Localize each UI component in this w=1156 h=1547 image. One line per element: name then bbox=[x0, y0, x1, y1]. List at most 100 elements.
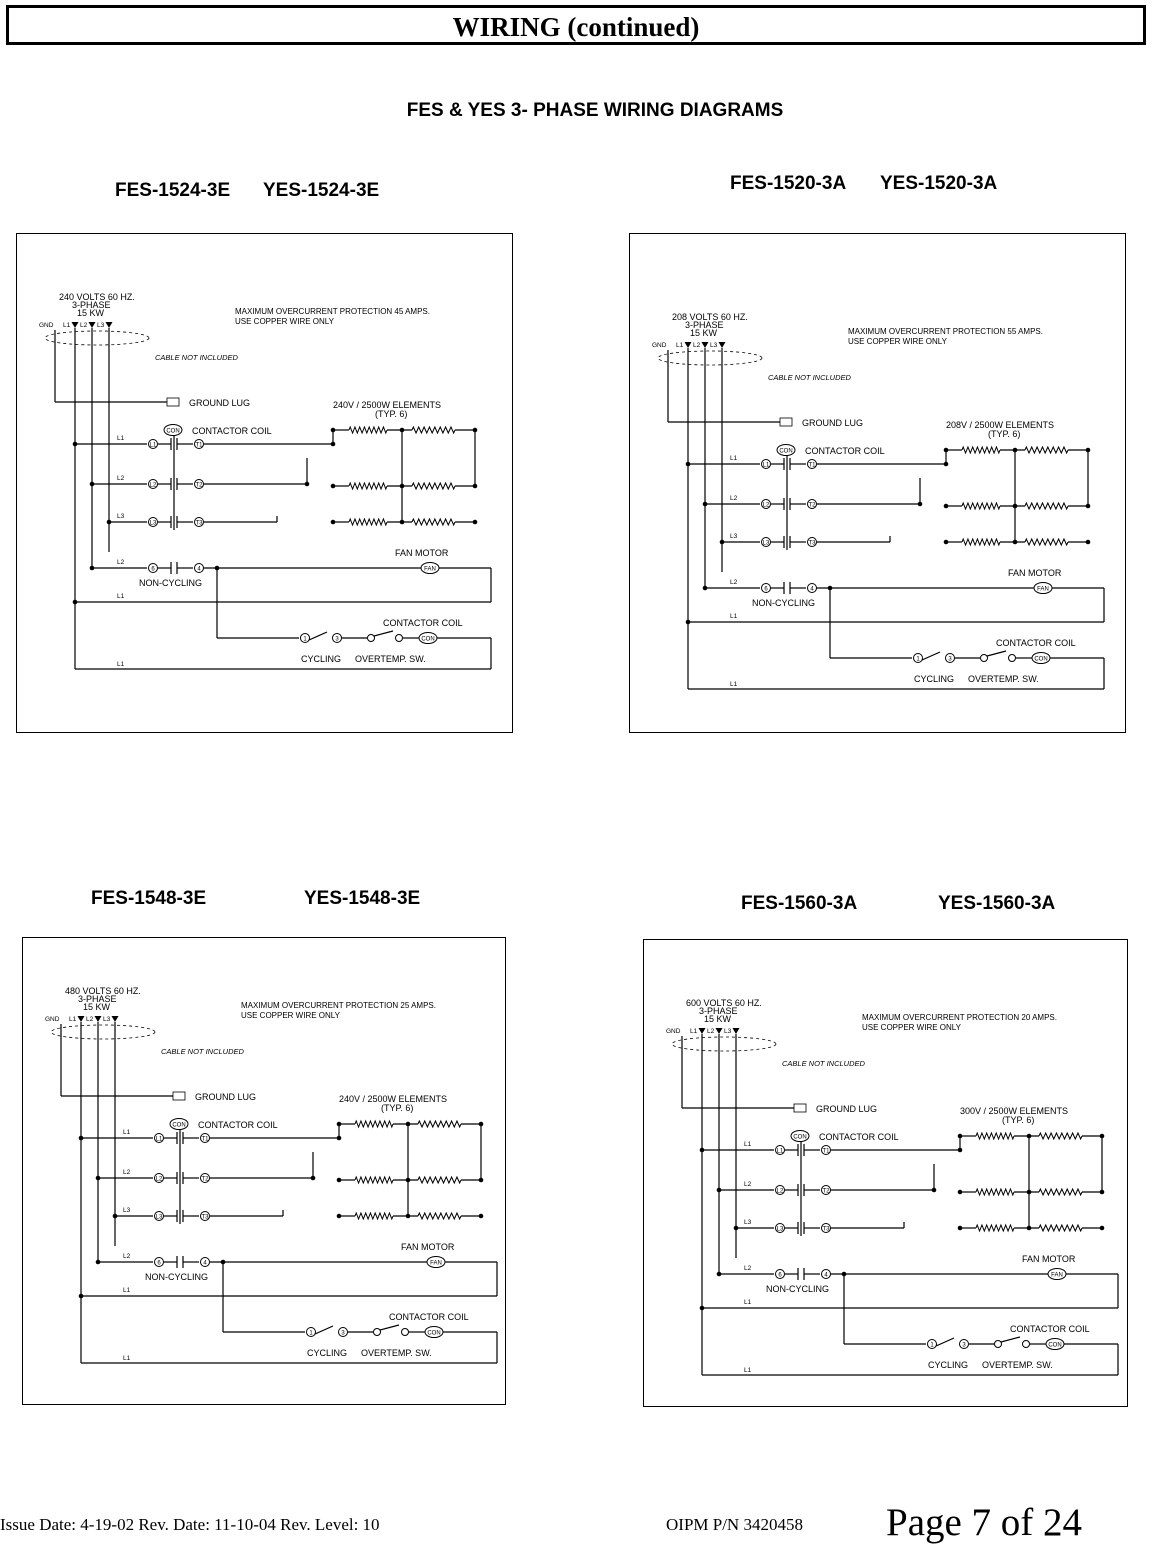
terminal-label: L1 bbox=[150, 443, 157, 449]
terminal-circle bbox=[194, 439, 204, 449]
terminal-circle bbox=[200, 1211, 210, 1221]
junction-dot bbox=[106, 519, 112, 525]
terminal-circle bbox=[913, 653, 923, 663]
terminal-circle bbox=[200, 1133, 210, 1143]
line-label: L1 bbox=[730, 613, 738, 620]
terminal-label: T3 bbox=[201, 1215, 209, 1221]
terminal-label: 6 bbox=[778, 1273, 782, 1279]
coil-label: FAN bbox=[1037, 587, 1049, 593]
terminal-circle bbox=[761, 583, 771, 593]
terminal-circle bbox=[821, 1145, 831, 1155]
terminal-circle bbox=[807, 459, 817, 469]
junction-dot bbox=[943, 539, 949, 545]
line-label: L2 bbox=[123, 1169, 131, 1176]
junction-dot bbox=[957, 1189, 963, 1195]
overtemp-contact bbox=[980, 654, 988, 662]
junction-dot bbox=[214, 565, 220, 571]
line-label: L2 bbox=[730, 579, 738, 586]
terminal-circle bbox=[821, 1185, 831, 1195]
terminal-circle bbox=[148, 563, 158, 573]
terminal-label: T2 bbox=[822, 1189, 830, 1195]
heating-element bbox=[348, 481, 388, 491]
terminal-circle bbox=[306, 1327, 316, 1337]
copper-label: USE COPPER WIRE ONLY bbox=[848, 337, 948, 346]
ground-lug-label: GROUND LUG bbox=[195, 1092, 256, 1102]
model-fes-1548: FES-1548-3E bbox=[91, 888, 207, 909]
junction-dot bbox=[1099, 1225, 1105, 1231]
cable-note: CABLE NOT INCLUDED bbox=[155, 353, 239, 362]
contactor-coil-label: CONTACTOR COIL bbox=[819, 1132, 899, 1142]
overtemp-blade bbox=[379, 1324, 400, 1331]
terminal-label: L2 bbox=[763, 503, 770, 509]
voltage-label: 208 VOLTS 60 HZ. bbox=[672, 312, 748, 322]
terminal-label: 1 bbox=[303, 637, 307, 643]
line-label: L1 bbox=[123, 1355, 131, 1362]
junction-dot bbox=[702, 501, 708, 507]
junction-dot bbox=[78, 1135, 84, 1141]
cable-outline bbox=[50, 1024, 156, 1040]
line-label: L1 bbox=[117, 435, 125, 442]
cable-outline bbox=[44, 330, 150, 346]
cycling-label: CYCLING bbox=[307, 1348, 347, 1358]
gnd-label: GND bbox=[39, 322, 54, 329]
heating-element bbox=[975, 1223, 1015, 1233]
heating-element bbox=[1024, 537, 1069, 547]
terminal-label: T1 bbox=[195, 443, 203, 449]
model-yes-1560: YES-1560-3A bbox=[938, 893, 1056, 914]
heating-element bbox=[1038, 1131, 1083, 1141]
coil-label: FAN bbox=[430, 1261, 442, 1267]
supply-arrow bbox=[684, 342, 692, 348]
coil-symbol bbox=[776, 444, 796, 456]
typ-label: (TYP. 6) bbox=[381, 1103, 413, 1113]
terminal-circle bbox=[775, 1269, 785, 1279]
contactor-coil-label: CONTACTOR COIL bbox=[198, 1120, 278, 1130]
line-label: L3 bbox=[117, 513, 125, 520]
overtemp-blade bbox=[373, 630, 394, 637]
cable-outline bbox=[671, 1036, 777, 1052]
non-cycling-label: NON-CYCLING bbox=[752, 598, 815, 608]
heating-element bbox=[1024, 445, 1069, 455]
overtemp-contact bbox=[401, 1328, 409, 1336]
junction-dot bbox=[716, 1271, 722, 1277]
voltage-label: 600 VOLTS 60 HZ. bbox=[686, 998, 762, 1008]
cycling-label: CYCLING bbox=[301, 654, 341, 664]
junction-dot bbox=[472, 519, 478, 525]
overtemp-label: OVERTEMP. SW. bbox=[968, 674, 1039, 684]
line-label: L1 bbox=[730, 681, 738, 688]
heating-element bbox=[961, 537, 1001, 547]
terminal-circle bbox=[154, 1173, 164, 1183]
line-label: L2 bbox=[744, 1265, 752, 1272]
overtemp-blade bbox=[1000, 1336, 1021, 1343]
junction-dot bbox=[957, 1225, 963, 1231]
terminal-label: 6 bbox=[764, 587, 768, 593]
terminal-label: L2 bbox=[156, 1177, 163, 1183]
terminal-circle bbox=[821, 1223, 831, 1233]
heating-element bbox=[348, 425, 388, 435]
ground-lug-icon bbox=[166, 397, 180, 407]
copper-label: USE COPPER WIRE ONLY bbox=[862, 1023, 962, 1032]
terminal-circle bbox=[200, 1257, 210, 1267]
terminal-label: T3 bbox=[195, 521, 203, 527]
terminal-circle bbox=[300, 633, 310, 643]
l1-label: L1 bbox=[676, 342, 684, 349]
heating-element bbox=[417, 1211, 462, 1221]
junction-dot bbox=[716, 1187, 722, 1193]
heating-element bbox=[961, 501, 1001, 511]
gnd-label: GND bbox=[652, 342, 667, 349]
typ-label: (TYP. 6) bbox=[988, 429, 1020, 439]
terminal-circle bbox=[148, 517, 158, 527]
elements-label: 300V / 2500W ELEMENTS bbox=[960, 1106, 1068, 1116]
terminal-label: 1 bbox=[309, 1331, 313, 1337]
power-label: 15 KW bbox=[77, 308, 105, 318]
heating-element bbox=[411, 517, 456, 527]
terminal-label: 4 bbox=[824, 1273, 828, 1279]
heating-element bbox=[1038, 1223, 1083, 1233]
ground-lug-icon bbox=[779, 417, 793, 427]
terminal-label: 3 bbox=[948, 657, 952, 663]
overtemp-contact bbox=[1022, 1340, 1030, 1348]
switch-blade bbox=[935, 1337, 955, 1347]
